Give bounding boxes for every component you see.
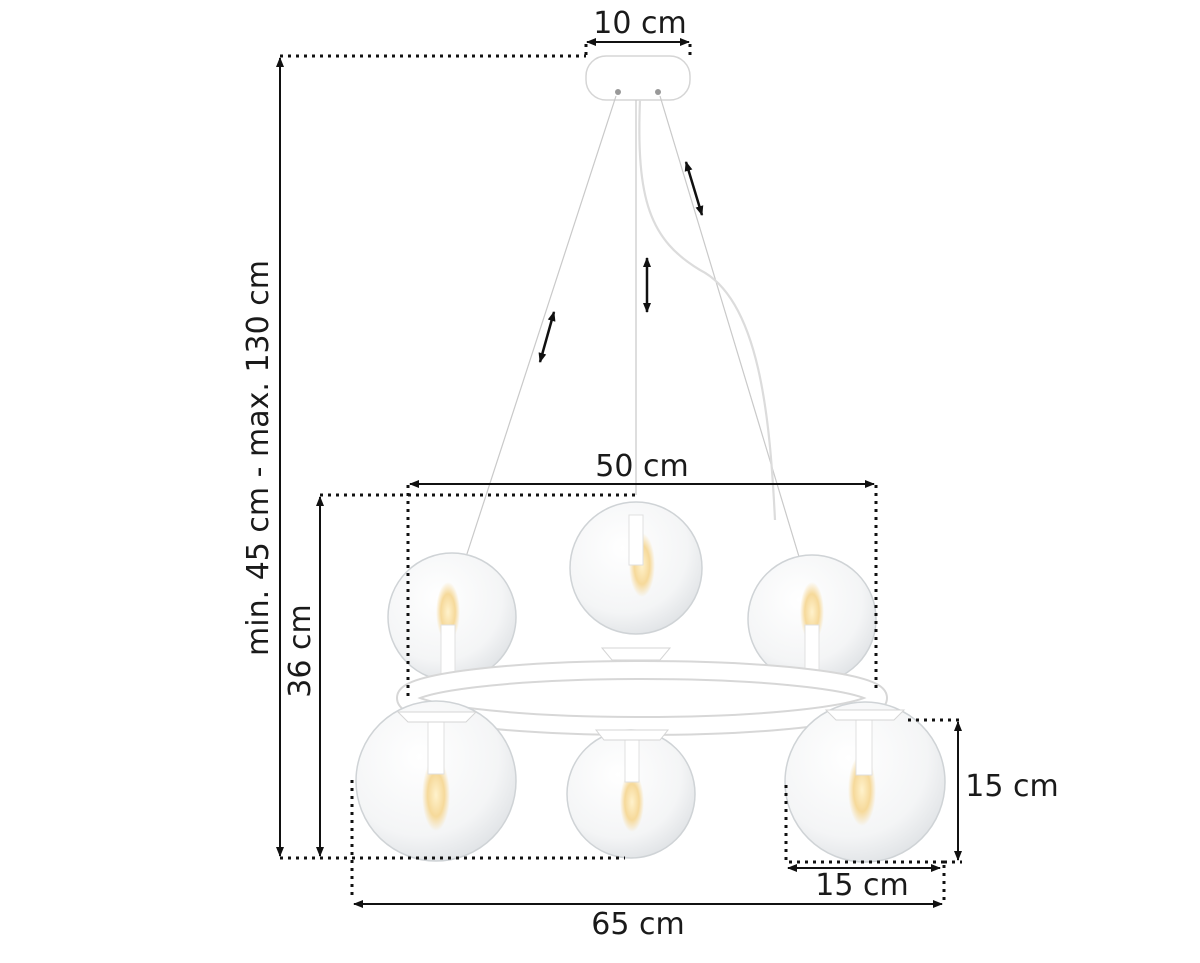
globe-height-label: 15 cm bbox=[965, 769, 1058, 804]
body-height-label: 36 cm bbox=[283, 604, 318, 697]
adjust-arrow-left bbox=[538, 311, 556, 363]
globe-back-right bbox=[747, 554, 877, 684]
globe-back-left bbox=[387, 552, 517, 682]
adjustable-length-arrows bbox=[538, 161, 704, 363]
lamp-ring bbox=[396, 660, 888, 736]
canopy-width-label: 10 cm bbox=[593, 6, 686, 41]
globe-front-left bbox=[355, 700, 517, 862]
suspension-wires bbox=[464, 95, 801, 561]
globe-front-center bbox=[566, 729, 696, 859]
dimension-lines bbox=[276, 38, 962, 908]
dimension-guides bbox=[280, 44, 962, 900]
ring-width-label: 50 cm bbox=[595, 449, 688, 484]
adjust-arrow-right bbox=[684, 161, 704, 216]
height-range-label: min. 45 cm - max. 130 cm bbox=[241, 260, 276, 656]
lamp-illustration bbox=[355, 55, 946, 863]
ceiling-canopy bbox=[585, 55, 691, 101]
globe-front-right bbox=[784, 701, 946, 863]
dimension-labels: 10 cm min. 45 cm - max. 130 cm 50 cm 36 … bbox=[241, 6, 1059, 942]
globe-width-label: 15 cm bbox=[815, 868, 908, 903]
total-width-label: 65 cm bbox=[591, 907, 684, 942]
globe-top-center bbox=[569, 501, 703, 661]
